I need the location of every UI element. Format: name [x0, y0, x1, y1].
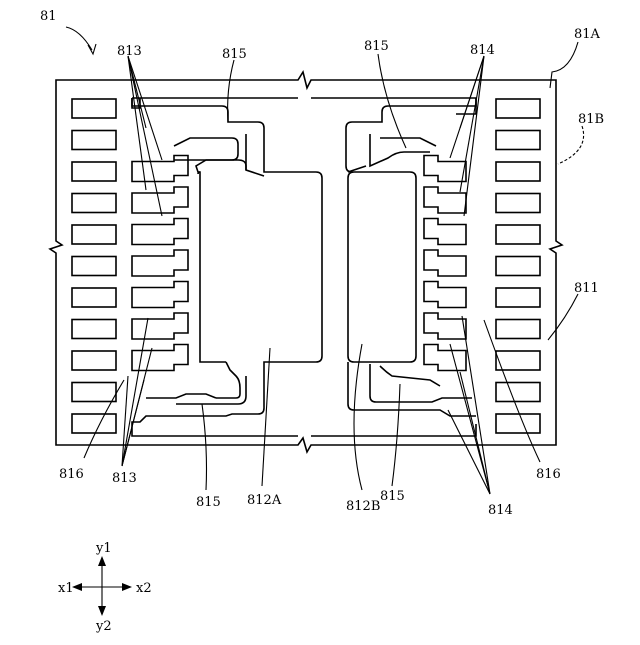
label-813-top: 813 [117, 44, 142, 59]
outer-pad [72, 131, 116, 150]
outer-pad [496, 225, 540, 244]
frame-815-left [132, 98, 322, 436]
label-813-bottom: 813 [112, 471, 137, 486]
lead-finger-814 [424, 282, 466, 308]
outer-pad [496, 257, 540, 276]
label-811: 811 [574, 281, 599, 296]
outer-pad [496, 288, 540, 307]
lead-finger-813 [132, 345, 188, 371]
lead-finger-813 [132, 250, 188, 276]
lead-finger-814 [424, 156, 466, 182]
outer-pad [72, 383, 116, 402]
label-812A: 812A [247, 493, 282, 508]
outer-pad [72, 194, 116, 213]
axis-x2-label: x2 [136, 581, 152, 596]
axis-y2-label: y2 [95, 619, 112, 634]
outer-pad [72, 320, 116, 339]
leads-813 [132, 156, 188, 371]
outer-pad [72, 162, 116, 181]
axis-x1-label: x1 [58, 581, 74, 596]
outer-pad [72, 225, 116, 244]
label-815-top-left: 815 [222, 47, 247, 62]
label-814-top: 814 [470, 43, 495, 58]
outer-pads-right [496, 99, 540, 433]
outer-pad [496, 194, 540, 213]
lead-finger-814 [424, 250, 466, 276]
leads-814 [424, 156, 466, 371]
outer-pads-left [72, 99, 116, 433]
label-81: 81 [40, 9, 57, 24]
outer-pad [72, 414, 116, 433]
label-81A: 81A [574, 27, 601, 42]
label-814-bottom: 814 [488, 503, 513, 518]
axis-cross: y1 y2 x1 x2 [58, 541, 152, 634]
outer-pad [72, 351, 116, 370]
outer-pad [496, 351, 540, 370]
outer-pad [72, 257, 116, 276]
outer-pad [72, 288, 116, 307]
lead-finger-814 [424, 345, 466, 371]
label-812B: 812B [346, 499, 380, 514]
lead-finger-813 [132, 313, 188, 339]
outer-pad [496, 162, 540, 181]
label-815-top-right: 815 [364, 39, 389, 54]
lead-finger-814 [424, 313, 466, 339]
outer-pad [72, 99, 116, 118]
frame-815-right [311, 98, 476, 436]
axis-y1-label: y1 [95, 541, 112, 556]
outer-pad [496, 99, 540, 118]
lead-finger-813 [132, 219, 188, 245]
label-816-right: 816 [536, 467, 561, 482]
lead-finger-814 [424, 219, 466, 245]
label-815-bottom-left: 815 [196, 495, 221, 510]
label-815-bottom-right: 815 [380, 489, 405, 504]
outer-pad [496, 320, 540, 339]
outer-pad [496, 383, 540, 402]
label-816-left: 816 [59, 467, 84, 482]
outer-pad [496, 414, 540, 433]
outer-pad [496, 131, 540, 150]
label-81B: 81B [578, 112, 604, 127]
lead-finger-813 [132, 282, 188, 308]
